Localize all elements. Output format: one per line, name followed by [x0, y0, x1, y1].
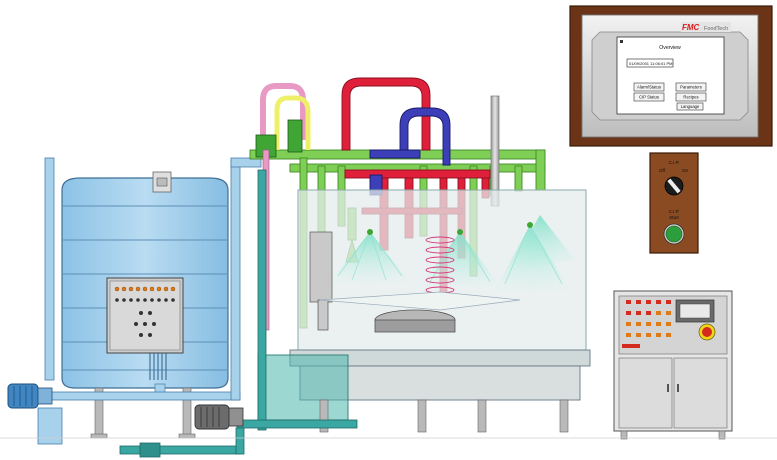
spray-nozzles — [330, 215, 575, 290]
cip-start-label: Start — [669, 215, 679, 220]
collection-tank — [257, 354, 349, 421]
cip-control-panel: C.I.P. Off On C.I.P. Start — [649, 152, 699, 254]
wash-cabinet — [257, 189, 591, 433]
hmi-menu-icon[interactable] — [620, 40, 623, 43]
tank-control-panel — [106, 277, 184, 380]
cip-selector-title: C.I.P. — [669, 160, 680, 165]
hmi-button-alarm-status-label: Alarm/Status — [637, 85, 661, 90]
panel-switches — [115, 298, 175, 337]
cip-off-label: Off — [659, 168, 666, 173]
drain-pump — [194, 404, 230, 430]
hmi-brand-logo: FMC — [682, 23, 700, 32]
cabinet-door-left — [618, 357, 673, 429]
return-riser-pipe — [230, 159, 241, 401]
hmi-button-parameters[interactable]: Parameters — [675, 82, 707, 92]
drain-piping — [119, 169, 358, 458]
dosing-valve — [287, 119, 303, 153]
cip-selector-switch[interactable] — [664, 176, 684, 196]
hmi-datetime: 01/09/2001 11:06:01 PM — [629, 61, 673, 66]
hmi-button-alarm-status[interactable]: Alarm/Status — [633, 82, 665, 92]
hmi-touchscreen: FMC FoodTech Overview 01/09/2001 11:06:0… — [569, 5, 773, 147]
cabinet-red-lamps — [626, 300, 671, 315]
electrical-cabinet — [613, 290, 733, 440]
cabinet-door-right — [673, 357, 728, 429]
hmi-button-cip-status-label: CIP Status — [639, 95, 659, 100]
cabinet-legs — [620, 430, 726, 440]
cip-start-title: C.I.P. — [669, 209, 680, 214]
cabinet-logo-plate — [622, 344, 640, 348]
hmi-button-language-label: Language — [681, 104, 700, 109]
hmi-button-language[interactable]: Language — [676, 102, 704, 111]
tank-inlet-pipe — [44, 157, 55, 381]
tank-outlet-pipe — [29, 391, 241, 401]
hmi-datetime-box — [626, 58, 674, 68]
hmi-screen-title: Overview — [659, 45, 681, 51]
cabinet-orange-lamps — [626, 311, 671, 337]
panel-cables — [149, 353, 167, 380]
hmi-button-recipes-label: Recipes — [683, 95, 698, 100]
hmi-button-recipes[interactable]: Recipes — [675, 92, 707, 102]
hmi-button-parameters-label: Parameters — [680, 85, 702, 90]
cip-start-button[interactable] — [663, 223, 685, 245]
hmi-button-cip-status[interactable]: CIP Status — [633, 92, 665, 102]
hmi-brand-sub: FoodTech — [704, 26, 728, 32]
indicator-lamps — [114, 286, 176, 292]
cabinet-emergency-stop[interactable] — [698, 323, 716, 341]
machine-legs — [319, 399, 569, 433]
cip-on-label: On — [682, 168, 689, 173]
